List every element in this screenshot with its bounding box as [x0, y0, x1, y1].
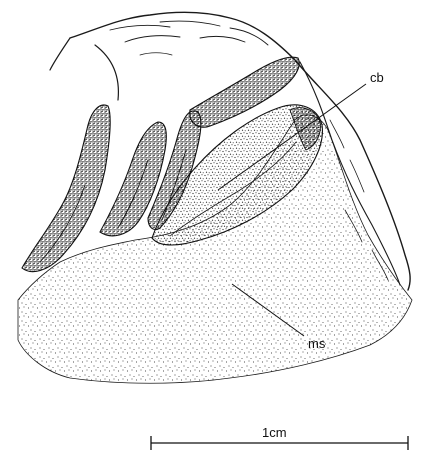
scale-bar: 1cm — [151, 425, 408, 450]
label-ms: ms — [308, 336, 326, 351]
lobe-1 — [22, 105, 110, 272]
scale-bar-label: 1cm — [262, 425, 287, 440]
label-cb: cb — [370, 70, 384, 85]
